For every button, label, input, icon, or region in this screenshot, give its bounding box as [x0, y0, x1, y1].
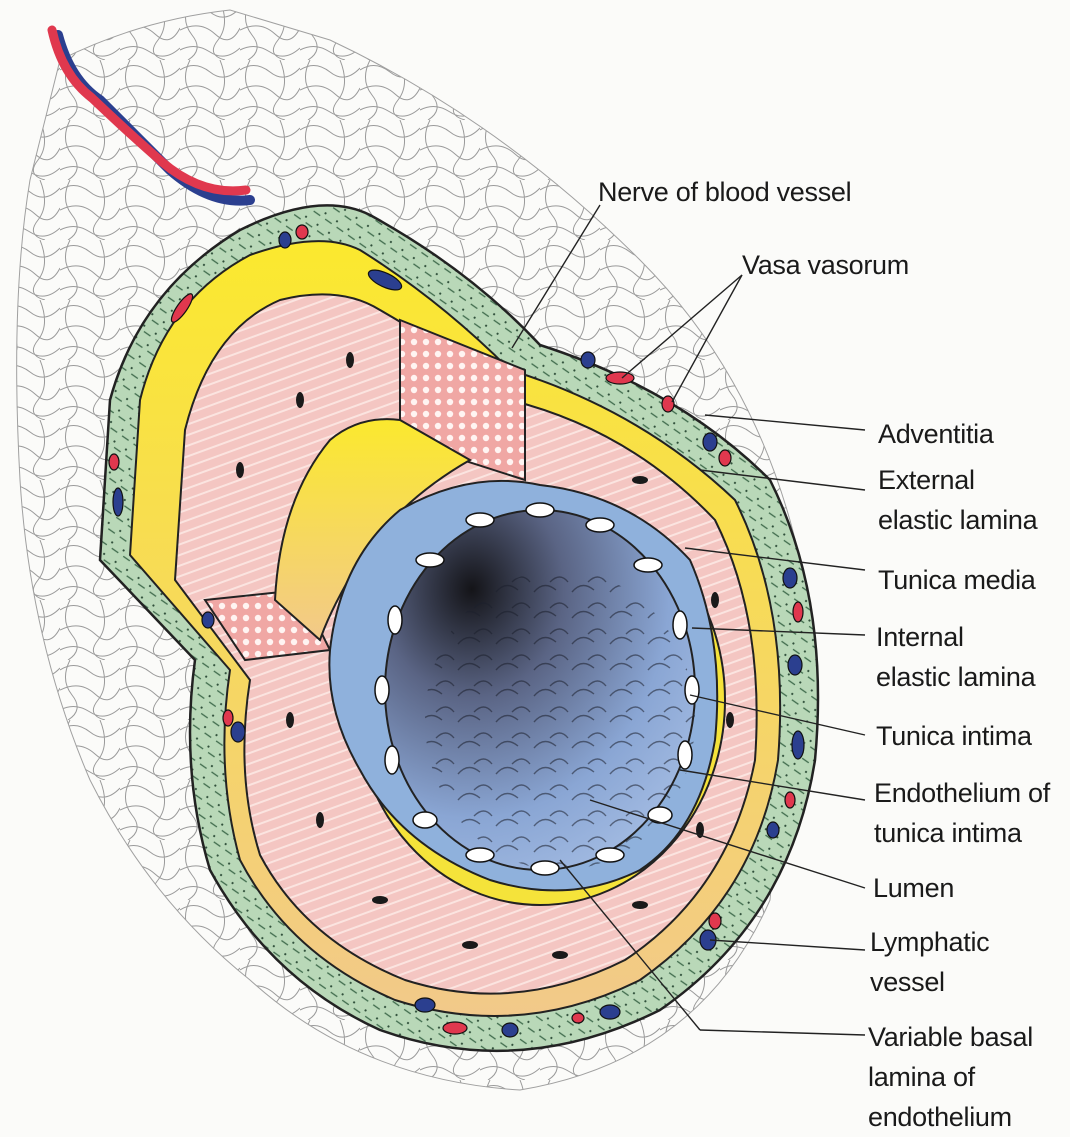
- label-vasa-vasorum: Vasa vasorum: [742, 245, 909, 285]
- label-adventitia: Adventitia: [878, 414, 994, 454]
- label-lumen: Lumen: [873, 868, 954, 908]
- label-nerve-of-blood-vessel: Nerve of blood vessel: [598, 172, 851, 212]
- label-tunica-media: Tunica media: [878, 560, 1035, 600]
- label-tunica-intima: Tunica intima: [876, 716, 1032, 756]
